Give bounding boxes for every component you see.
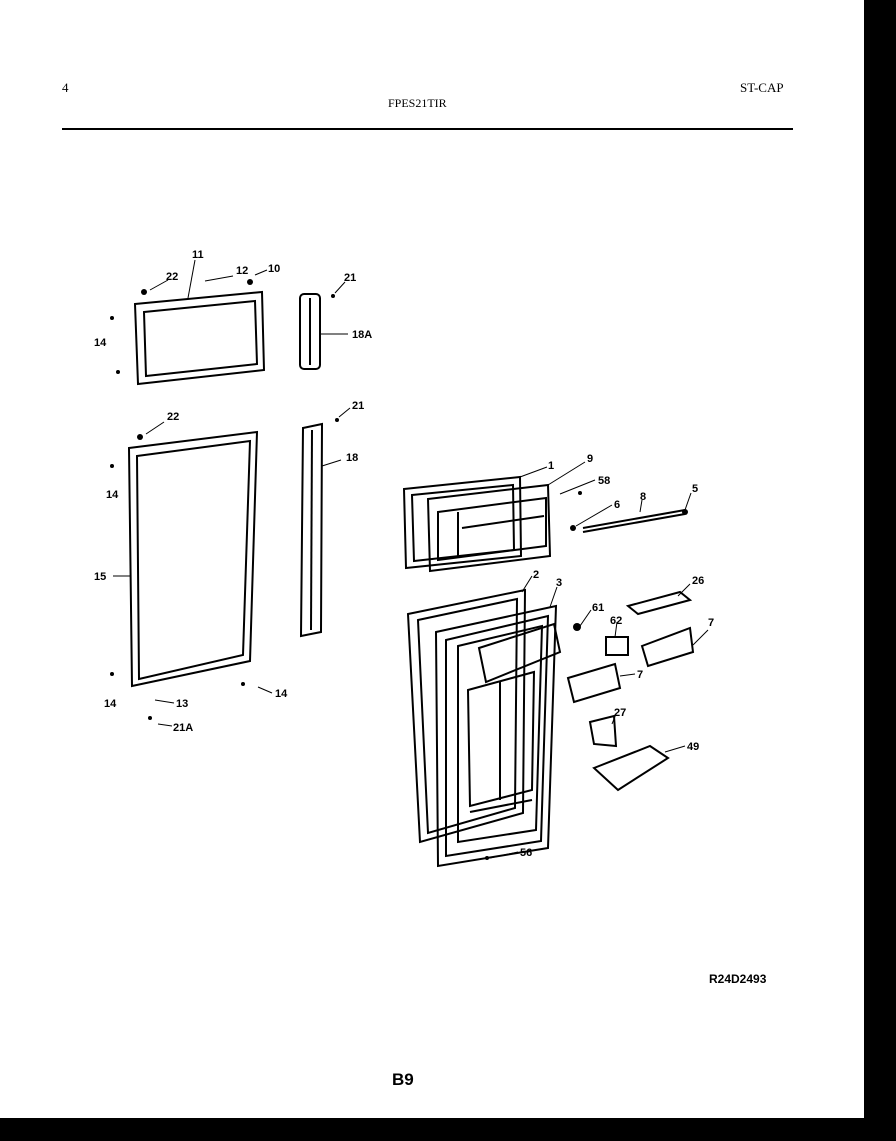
dairy-bin-7b xyxy=(566,662,622,704)
callout-21a: 21 xyxy=(344,272,356,284)
diagram-reference: R24D2493 xyxy=(709,972,767,986)
section-code: ST-CAP xyxy=(740,80,784,95)
callout-7b: 7 xyxy=(637,669,643,681)
callout-26: 26 xyxy=(692,575,704,587)
callout-22a: 22 xyxy=(166,271,178,283)
part-62 xyxy=(605,636,629,656)
shelf-rod xyxy=(582,509,686,533)
callout-11: 11 xyxy=(192,249,204,261)
callout-7a: 7 xyxy=(708,617,714,629)
callout-8: 8 xyxy=(640,491,646,503)
callout-9: 9 xyxy=(587,453,593,465)
callout-27: 27 xyxy=(614,707,626,719)
callout-15: 15 xyxy=(94,571,106,583)
callout-56: 56 xyxy=(520,847,532,859)
header-rule xyxy=(62,128,793,130)
part-27 xyxy=(588,714,618,748)
callout-13: 13 xyxy=(176,698,188,710)
callout-14c: 14 xyxy=(104,698,117,710)
model-number: FPES21TIR xyxy=(388,96,447,110)
dairy-bin-7a xyxy=(640,626,695,668)
parts-diagram-page: 4 FPES21TIR ST-CAP xyxy=(0,0,864,1118)
handle-18a xyxy=(299,293,321,370)
callout-21a-screw: 21A xyxy=(173,722,193,734)
handle-18 xyxy=(299,422,324,638)
callout-18a: 18A xyxy=(352,329,372,341)
callout-12: 12 xyxy=(236,265,248,277)
fresh-food-gasket xyxy=(127,430,259,688)
callout-3: 3 xyxy=(556,577,562,589)
callout-18: 18 xyxy=(346,452,358,464)
page-code: B9 xyxy=(392,1070,414,1089)
freezer-door-assembly xyxy=(402,475,552,573)
callout-14d: 14 xyxy=(275,688,288,700)
page-number: 4 xyxy=(62,80,69,95)
callout-2: 2 xyxy=(533,569,539,581)
part-49 xyxy=(592,744,670,792)
freezer-gasket xyxy=(133,290,266,386)
part-26 xyxy=(625,590,693,616)
callout-49: 49 xyxy=(687,741,699,753)
exploded-view-diagram: 11 12 10 22 21 14 18A 22 21 14 18 15 14 … xyxy=(94,249,714,868)
leader-lines xyxy=(113,259,709,859)
callout-14a: 14 xyxy=(94,337,107,349)
callout-1: 1 xyxy=(548,460,554,472)
hardware-screws xyxy=(110,279,688,860)
callout-61: 61 xyxy=(592,602,604,614)
callout-14b: 14 xyxy=(106,489,119,501)
callout-10: 10 xyxy=(268,263,280,275)
callout-58: 58 xyxy=(598,475,610,487)
callout-21b: 21 xyxy=(352,400,364,412)
callout-5: 5 xyxy=(692,483,698,495)
fresh-food-door xyxy=(406,588,562,868)
callout-62: 62 xyxy=(610,615,622,627)
callout-22b: 22 xyxy=(167,411,179,423)
callout-6: 6 xyxy=(614,499,620,511)
